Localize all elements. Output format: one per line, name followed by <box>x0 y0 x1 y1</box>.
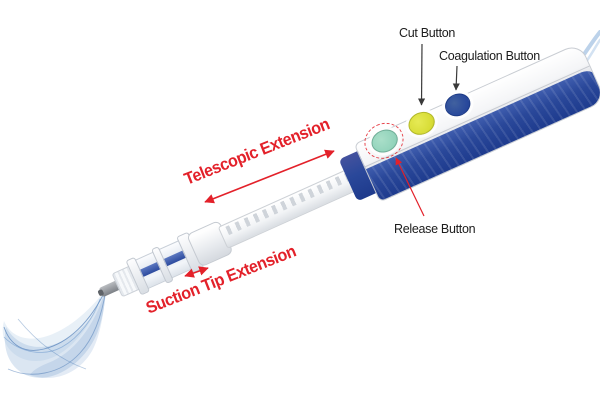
cut-button-label: Cut Button <box>399 26 456 40</box>
cut-button-arrow <box>417 43 426 106</box>
coagulation-button-label: Coagulation Button <box>439 49 540 63</box>
release-button-label: Release Button <box>394 222 476 236</box>
telescopic-shaft <box>217 165 365 249</box>
smoke-swirl-graphic <box>2 288 107 378</box>
device-illustration <box>82 28 600 333</box>
